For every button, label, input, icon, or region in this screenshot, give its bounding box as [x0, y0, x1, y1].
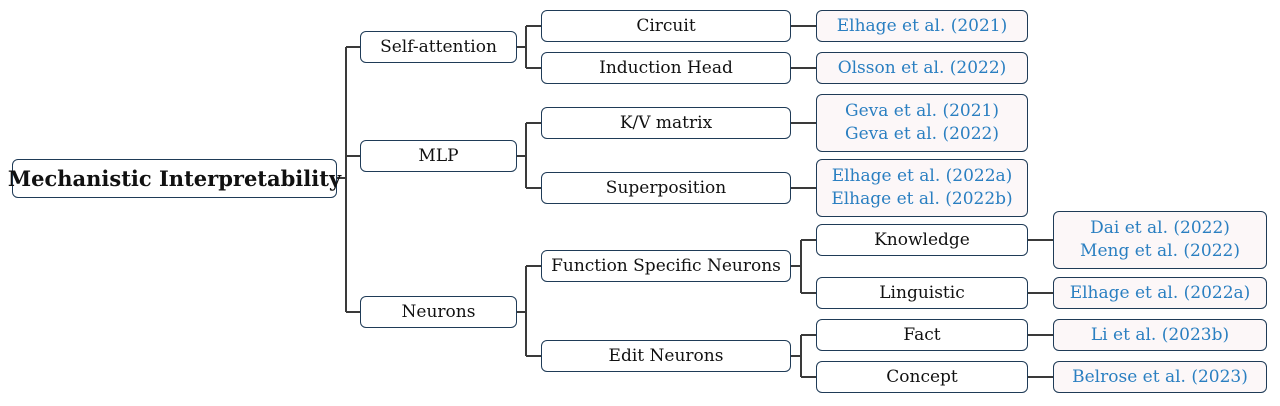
node-self-attention: Self-attention	[360, 31, 517, 63]
node-linguistic: Linguistic	[816, 277, 1028, 309]
node-induction-head: Induction Head	[541, 52, 791, 84]
connector-function-specific	[791, 239, 816, 294]
ref-knowledge: Dai et al. (2022) Meng et al. (2022)	[1053, 211, 1267, 269]
citation: Elhage et al. (2022b)	[831, 189, 1013, 209]
connector-refs-level2	[791, 25, 816, 189]
ref-concept: Belrose et al. (2023)	[1053, 361, 1267, 393]
ref-fact: Li et al. (2023b)	[1053, 319, 1267, 351]
citation: Li et al. (2023b)	[1090, 324, 1230, 345]
ref-linguistic: Elhage et al. (2022a)	[1053, 277, 1267, 309]
connector-self-attention	[517, 25, 541, 69]
ref-kv-matrix: Geva et al. (2021) Geva et al. (2022)	[816, 94, 1028, 152]
citation: Geva et al. (2021)	[845, 101, 999, 121]
citation: Dai et al. (2022)	[1090, 218, 1230, 238]
node-kv-matrix: K/V matrix	[541, 107, 791, 139]
node-circuit: Circuit	[541, 10, 791, 42]
ref-induction-head: Olsson et al. (2022)	[816, 52, 1028, 84]
ref-circuit: Elhage et al. (2021)	[816, 10, 1028, 42]
connector-mlp	[517, 122, 541, 189]
citation: Elhage et al. (2021)	[836, 15, 1008, 36]
node-mlp: MLP	[360, 140, 517, 172]
node-function-specific-neurons: Function Specific Neurons	[541, 250, 791, 282]
connector-edit	[791, 334, 816, 378]
citation: Meng et al. (2022)	[1080, 241, 1240, 261]
node-fact: Fact	[816, 319, 1028, 351]
node-concept: Concept	[816, 361, 1028, 393]
connector-root	[337, 46, 360, 313]
connector-refs-level3	[1028, 239, 1053, 378]
root-node: Mechanistic Interpretability	[8, 159, 341, 198]
citation: Elhage et al. (2022a)	[831, 166, 1013, 186]
ref-superposition: Elhage et al. (2022a) Elhage et al. (202…	[816, 159, 1028, 217]
node-knowledge: Knowledge	[816, 224, 1028, 256]
node-neurons: Neurons	[360, 296, 517, 328]
citation: Elhage et al. (2022a)	[1069, 282, 1251, 303]
citation: Olsson et al. (2022)	[837, 57, 1007, 78]
citation: Geva et al. (2022)	[845, 124, 999, 144]
node-edit-neurons: Edit Neurons	[541, 340, 791, 372]
node-superposition: Superposition	[541, 172, 791, 204]
citation: Belrose et al. (2023)	[1072, 366, 1248, 387]
connector-neurons	[517, 265, 541, 357]
